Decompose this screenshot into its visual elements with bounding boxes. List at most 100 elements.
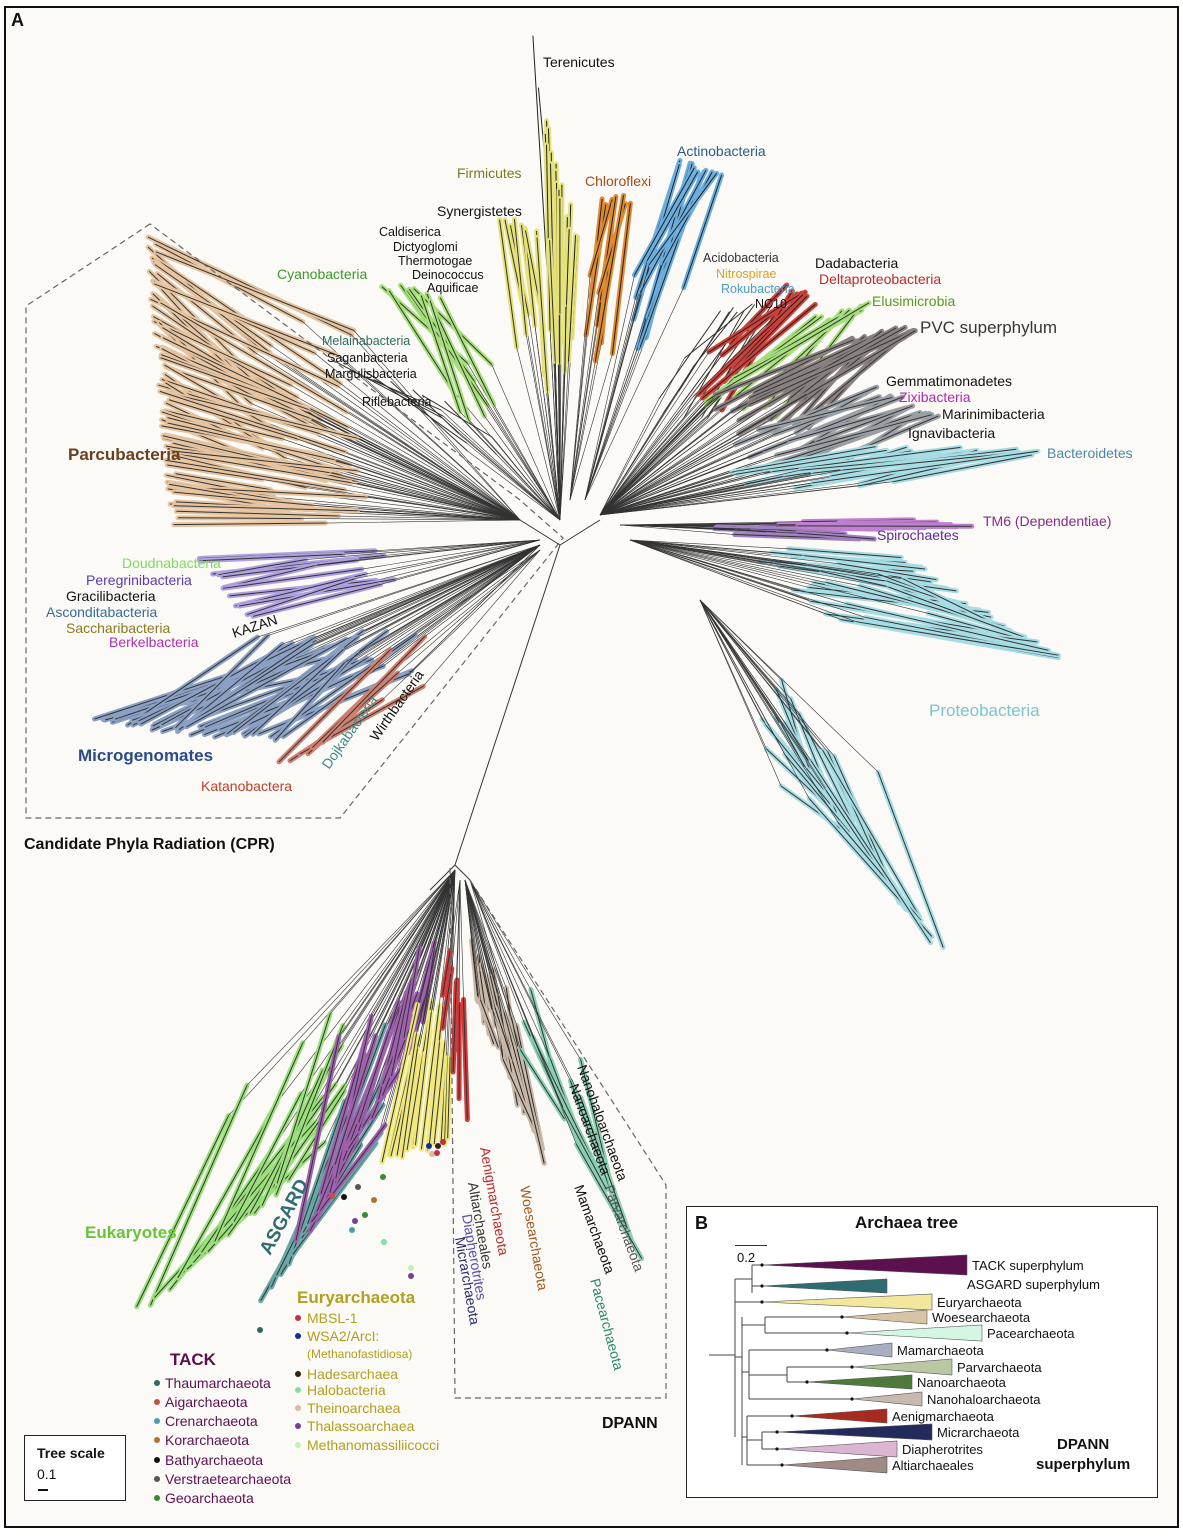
euryarchaeota-legend: MBSL-1 WSA2/ArcI: (Methanofastidiosa) Ha… bbox=[295, 1310, 439, 1453]
fan-spirochaetes bbox=[619, 524, 877, 542]
clade-triangle bbox=[841, 1309, 928, 1325]
panel-b-letter: B bbox=[695, 1213, 708, 1233]
panel-b-title: Archaea tree bbox=[855, 1213, 959, 1232]
tree-scale-title: Tree scale bbox=[37, 1445, 105, 1461]
label-firmicutes: Firmicutes bbox=[457, 165, 522, 181]
label-aquificae: Aquificae bbox=[427, 281, 478, 295]
svg-text:Geoarchaeota: Geoarchaeota bbox=[165, 1490, 254, 1506]
clade-triangle bbox=[826, 1342, 893, 1358]
node-dot bbox=[850, 1365, 854, 1369]
label-deltaproteobacteria: Deltaproteobacteria bbox=[819, 271, 941, 287]
svg-text:Halobacteria: Halobacteria bbox=[307, 1382, 386, 1398]
node-dot bbox=[775, 1430, 779, 1434]
label-bacteroidetes: Bacteroidetes bbox=[1047, 445, 1133, 461]
clade-label: Aenigmarchaeota bbox=[892, 1409, 995, 1424]
dpann-superphylum-label-line1: DPANN bbox=[1057, 1436, 1110, 1453]
fan-parcubacteria bbox=[145, 234, 521, 528]
svg-text:Thaumarchaeota: Thaumarchaeota bbox=[165, 1375, 271, 1391]
fan-chloroflexi bbox=[569, 192, 633, 501]
label-proteobacteria: Proteobacteria bbox=[929, 701, 1040, 720]
label-ignavibacteria: Ignavibacteria bbox=[908, 425, 995, 441]
label-saccharibacteria: Saccharibacteria bbox=[66, 620, 170, 636]
label-woesearchaeota: Woesearchaeota bbox=[517, 1185, 551, 1292]
legend-item: Crenarchaeota bbox=[154, 1413, 258, 1429]
clade-triangle bbox=[761, 1293, 933, 1311]
svg-text:Hadesarchaea: Hadesarchaea bbox=[307, 1366, 398, 1382]
archaea-tree-branches bbox=[709, 1264, 852, 1466]
label-caldiserica: Caldiserica bbox=[379, 225, 441, 239]
fan-misc-bact bbox=[332, 359, 561, 521]
label-cpr: Candidate Phyla Radiation (CPR) bbox=[24, 836, 275, 853]
label-microgenomates: Microgenomates bbox=[78, 746, 213, 765]
clade-triangle bbox=[851, 1358, 953, 1376]
svg-text:Bathyarchaeota: Bathyarchaeota bbox=[165, 1452, 263, 1468]
node-dot bbox=[825, 1348, 829, 1352]
clade-triangle bbox=[851, 1391, 923, 1407]
label-thermotogae: Thermotogae bbox=[398, 254, 472, 268]
node-dot bbox=[845, 1331, 849, 1335]
legend-item: Thalassoarchaea bbox=[295, 1418, 415, 1434]
label-gracilibacteria: Gracilibacteria bbox=[66, 588, 156, 604]
clade-label: Pacearchaeota bbox=[987, 1326, 1075, 1341]
clade-label: Nanohaloarchaeota bbox=[927, 1392, 1041, 1407]
clade-label: Mamarchaeota bbox=[897, 1343, 984, 1358]
label-melainabacteria: Melainabacteria bbox=[322, 334, 410, 348]
label-actinobacteria: Actinobacteria bbox=[677, 143, 766, 159]
fan-dpann-black bbox=[464, 879, 547, 1166]
fan-euryarchaeota bbox=[379, 869, 456, 1165]
label-berkelbacteria: Berkelbacteria bbox=[109, 634, 199, 650]
node-dot bbox=[840, 1315, 844, 1319]
svg-text:WSA2/ArcI:: WSA2/ArcI: bbox=[307, 1328, 379, 1344]
clade-label: Woesearchaeota bbox=[932, 1310, 1031, 1325]
fan-cyanobacteria bbox=[379, 282, 561, 521]
fan-proteobacteria-lower bbox=[699, 599, 946, 950]
fan-katanobactera bbox=[276, 549, 541, 765]
legend-item: Theinoarchaea bbox=[295, 1400, 401, 1416]
svg-text:Thalassoarchaea: Thalassoarchaea bbox=[307, 1418, 415, 1434]
label-marinimibacteria: Marinimibacteria bbox=[942, 406, 1045, 422]
dpann-dashed-outline bbox=[449, 867, 667, 1399]
clade-triangle bbox=[776, 1440, 898, 1458]
label-terenicutes: Terenicutes bbox=[543, 54, 615, 70]
label-tack: TACK bbox=[170, 1350, 217, 1369]
panel-b-scale-value: 0.2 bbox=[737, 1250, 756, 1265]
clade-label: Diapherotrites bbox=[902, 1442, 983, 1457]
clade-triangle bbox=[781, 1456, 888, 1474]
label-katanobactera: Katanobactera bbox=[201, 778, 292, 794]
label-margulisbacteria: Margulisbacteria bbox=[325, 367, 417, 381]
svg-text:MBSL-1: MBSL-1 bbox=[307, 1310, 358, 1326]
label-tm6: TM6 (Dependentiae) bbox=[983, 513, 1111, 529]
svg-text:Aigarchaeota: Aigarchaeota bbox=[165, 1394, 248, 1410]
clade-label: Altiarchaeales bbox=[892, 1458, 974, 1473]
node-dot bbox=[850, 1397, 854, 1401]
dpann-superphylum-label-line2: superphylum bbox=[1036, 1456, 1131, 1473]
fan-gemmatimonadetes bbox=[599, 384, 941, 516]
tree-scale-box: Tree scale 0.1 bbox=[24, 1435, 126, 1501]
clade-triangle bbox=[761, 1278, 888, 1294]
label-saganbacteria: Saganbacteria bbox=[327, 351, 408, 365]
legend-item: Methanomassiliicocci bbox=[295, 1437, 439, 1453]
clade-triangle bbox=[791, 1408, 888, 1424]
label-nitrospirae: Nitrospirae bbox=[716, 267, 776, 281]
fan-tack bbox=[293, 869, 456, 1243]
svg-text:Methanomassiliicocci: Methanomassiliicocci bbox=[307, 1437, 439, 1453]
fan-synergistetes bbox=[497, 216, 561, 521]
clade-triangle bbox=[806, 1374, 913, 1390]
svg-text:(Methanofastidiosa): (Methanofastidiosa) bbox=[307, 1347, 412, 1361]
svg-text:Theinoarchaea: Theinoarchaea bbox=[307, 1400, 401, 1416]
label-nc10: NC10 bbox=[755, 297, 787, 311]
label-eukaryotes: Eukaryotes bbox=[85, 1223, 177, 1242]
label-doudnabacteria: Doudnabacteria bbox=[122, 555, 221, 571]
fan-aenigma bbox=[439, 879, 470, 1123]
clade-triangle bbox=[761, 1254, 968, 1276]
fan-delta bbox=[599, 282, 818, 516]
node-dot bbox=[760, 1300, 764, 1304]
label-cyanobacteria: Cyanobacteria bbox=[277, 266, 367, 282]
fan-firmicutes bbox=[542, 118, 581, 521]
legend-item: Halobacteria bbox=[295, 1382, 386, 1398]
branch-end-markers bbox=[257, 1139, 446, 1333]
legend-item: Verstraetearchaeota bbox=[154, 1471, 291, 1487]
label-rokubacteria: Rokubacteria bbox=[721, 282, 795, 296]
